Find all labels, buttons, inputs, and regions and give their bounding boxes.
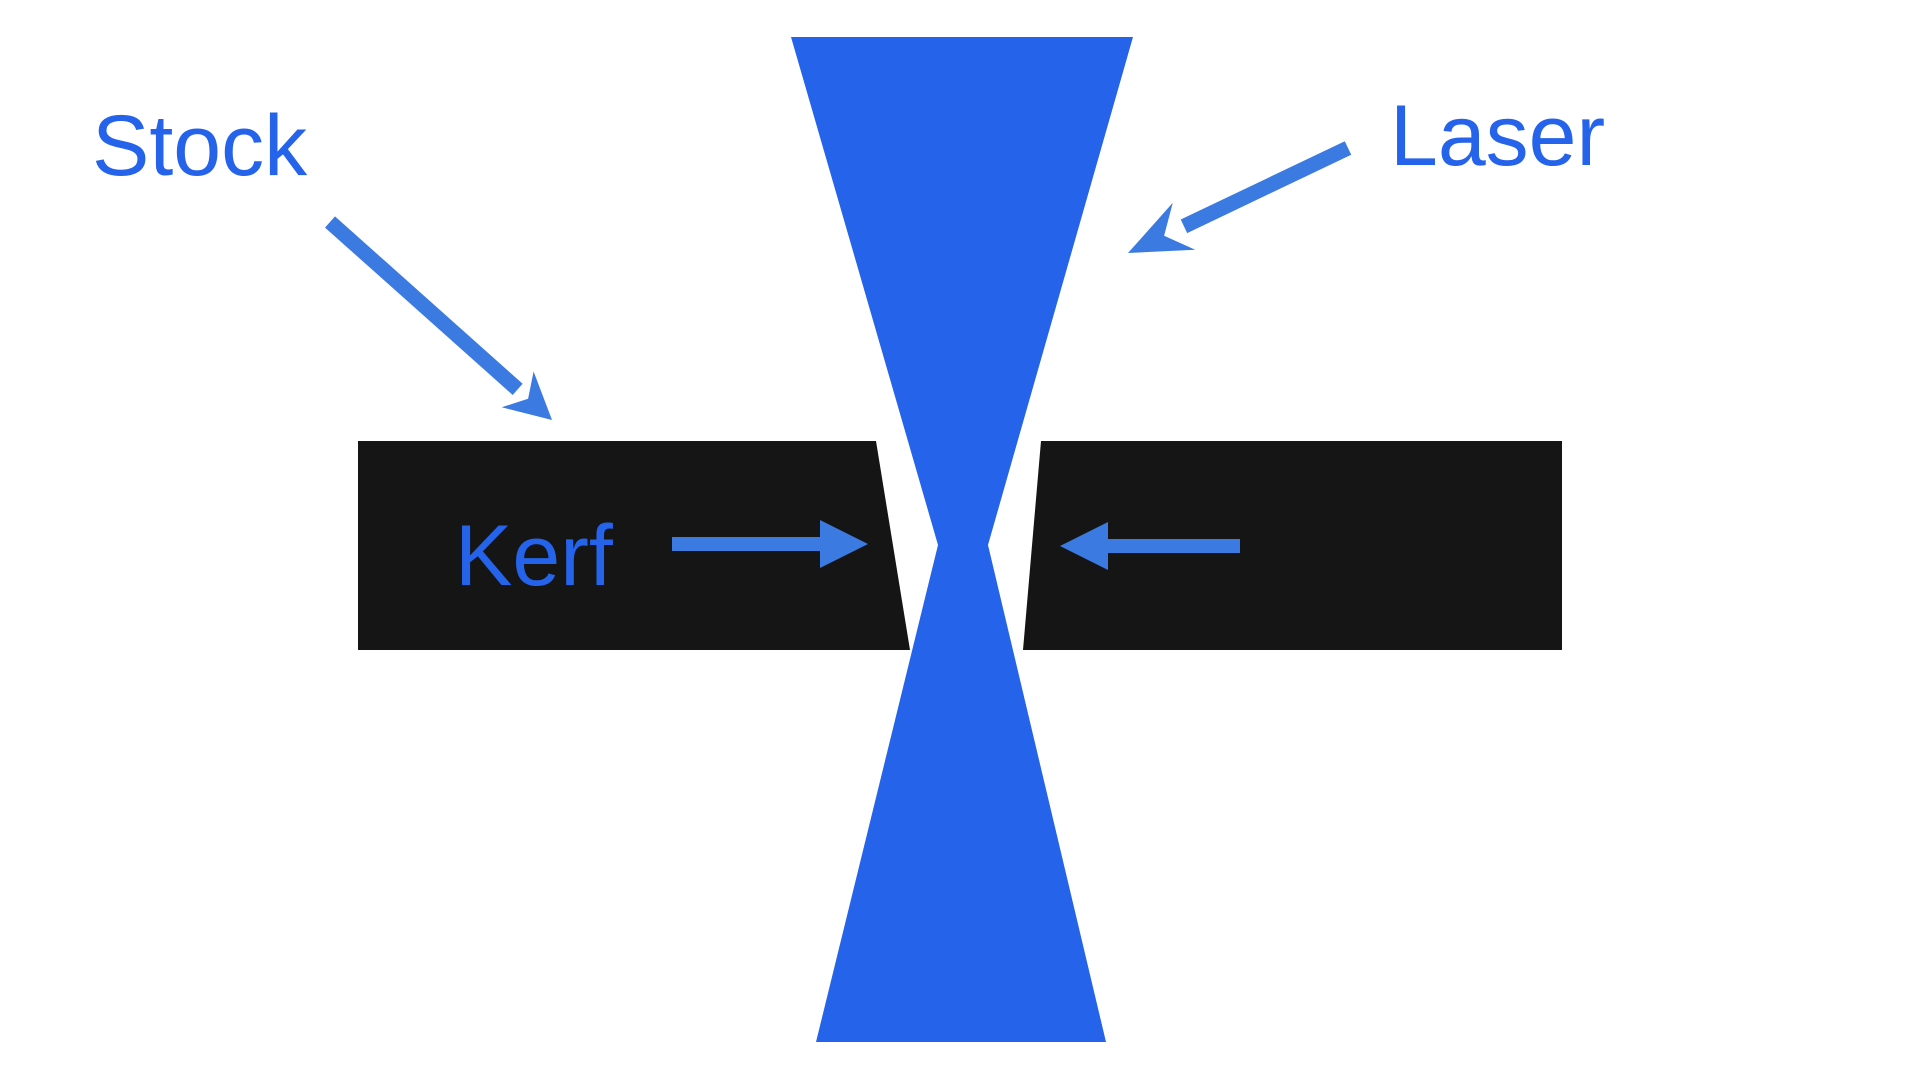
kerf-measure-arrow-left	[1060, 522, 1240, 570]
laser-pointer-arrow-shaft	[1180, 141, 1352, 234]
stock-pointer-arrow	[325, 216, 552, 420]
stock-block-left	[358, 441, 910, 650]
laser-pointer-arrow-head	[1128, 202, 1196, 253]
kerf-measure-arrow-right	[672, 520, 868, 568]
stock-label: Stock	[92, 98, 308, 194]
laser-beam-upper-cone	[791, 37, 1133, 545]
laser-pointer-arrow	[1128, 141, 1352, 253]
kerf-measure-arrow-right-head	[820, 520, 868, 568]
stock-pointer-arrow-head	[501, 371, 552, 420]
kerf-label: Kerf	[455, 508, 614, 604]
laser-label: Laser	[1390, 88, 1605, 184]
kerf-measure-arrow-left-head	[1060, 522, 1108, 570]
laser-beam-lower-cone	[816, 545, 1106, 1042]
stock-block-right	[1023, 441, 1562, 650]
stock-pointer-arrow-shaft	[325, 216, 523, 395]
